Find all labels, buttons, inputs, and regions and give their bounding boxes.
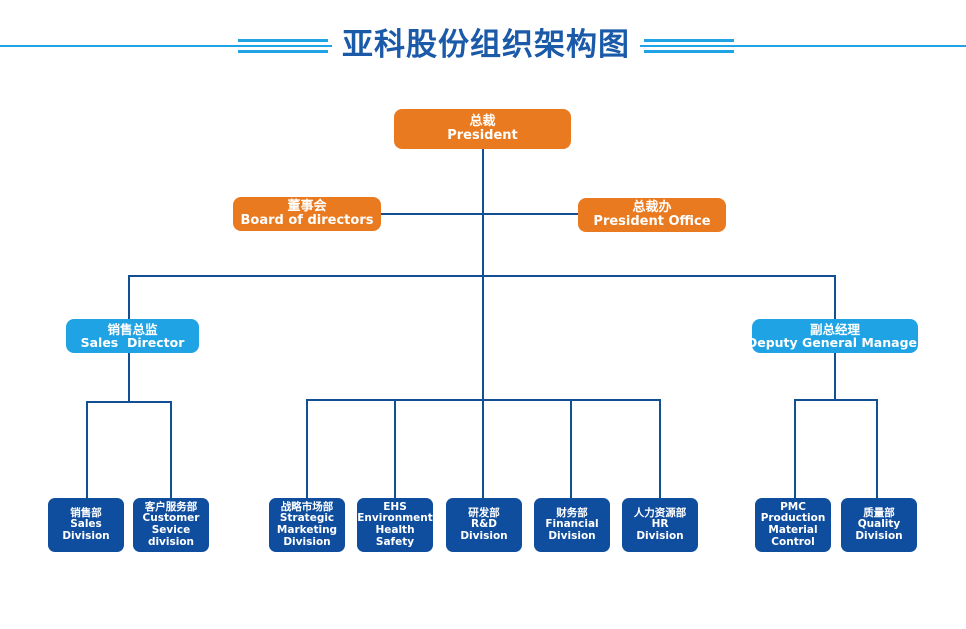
node-board-en: Board of directors xyxy=(240,213,374,228)
node-rd-division[interactable]: 研发部 R&D Division xyxy=(446,498,522,552)
division-zh: EHS xyxy=(383,500,407,513)
node-strategic-marketing-division[interactable]: 战略市场部 Strategic Marketing Division xyxy=(269,498,345,552)
connector-to-ehs xyxy=(394,399,396,499)
node-president-office[interactable]: 总裁办 President Office xyxy=(578,198,726,232)
division-en-line: Production xyxy=(760,512,826,525)
division-en-line: Sales xyxy=(70,518,102,531)
division-en-line: Division xyxy=(548,529,596,542)
division-en-line: Division xyxy=(460,529,508,542)
connector-to-financial xyxy=(570,399,572,499)
connector-to-pmc xyxy=(794,399,796,499)
division-en-line: Sevice xyxy=(151,524,191,536)
connector-to-sales-director xyxy=(128,275,130,320)
node-ehs[interactable]: EHS Environment Health Safety xyxy=(357,498,433,552)
division-en-line: division xyxy=(147,535,195,548)
node-sales-director[interactable]: 销售总监 Sales Director xyxy=(66,319,199,353)
division-zh: 财务部 xyxy=(556,506,588,519)
division-en-line: Material xyxy=(768,524,818,536)
division-en-line: R&D xyxy=(471,518,497,531)
division-en-line: Financial xyxy=(545,518,599,531)
connector-to-customer-service xyxy=(170,401,172,499)
title-background xyxy=(332,20,640,70)
node-quality-division[interactable]: 质量部 Quality Division xyxy=(841,498,917,552)
division-en-line: Environment xyxy=(357,512,433,525)
connector-to-strategic-marketing xyxy=(306,399,308,499)
connector-to-quality xyxy=(876,399,878,499)
division-zh: 人力资源部 xyxy=(633,506,687,519)
connector-to-hr xyxy=(659,399,661,499)
node-deputy-gm-en: Deputy General Manager xyxy=(746,335,924,350)
node-president[interactable]: 总裁 President xyxy=(394,109,571,149)
division-en-line: Division xyxy=(283,535,331,548)
division-en-line: HR xyxy=(651,518,669,531)
division-en-line: Safety xyxy=(375,535,415,548)
division-zh: 研发部 xyxy=(468,506,500,519)
connector-sales-director-down xyxy=(128,352,130,402)
connector-to-deputy-gm xyxy=(834,275,836,320)
division-en-line: Division xyxy=(62,529,110,542)
division-en-line: Strategic xyxy=(279,512,335,525)
node-sales-director-zh: 销售总监 xyxy=(107,321,158,337)
node-hr-division[interactable]: 人力资源部 HR Division xyxy=(622,498,698,552)
division-zh: 战略市场部 xyxy=(280,500,334,513)
connector-sales-bar xyxy=(86,401,172,403)
node-sales-director-en: Sales Director xyxy=(80,335,185,350)
division-zh: 销售部 xyxy=(70,506,102,519)
title-rule-bar-right-top xyxy=(644,39,734,42)
division-en-line: Health xyxy=(375,524,415,536)
node-board-of-directors[interactable]: 董事会 Board of directors xyxy=(233,197,381,231)
connector-deputy-bar xyxy=(794,399,878,401)
division-en-line: Marketing xyxy=(276,524,338,536)
division-en-line: Quality xyxy=(857,518,901,531)
node-pmc[interactable]: PMC Production Material Control xyxy=(755,498,831,552)
connector-to-sales-division xyxy=(86,401,88,499)
division-en-line: Control xyxy=(771,535,815,548)
node-deputy-general-manager[interactable]: 副总经理 Deputy General Manager xyxy=(747,319,923,353)
connector-board-office xyxy=(380,213,580,215)
title-rule-bar-right-bottom xyxy=(644,50,734,53)
connector-directors-bar xyxy=(128,275,836,277)
title-rule-bar-left-top xyxy=(238,39,328,42)
node-president-office-en: President Office xyxy=(593,214,711,229)
chart-title: 亚科股份组织架构图 xyxy=(342,27,630,63)
node-deputy-gm-zh: 副总经理 xyxy=(809,321,860,337)
node-president-zh: 总裁 xyxy=(469,114,496,130)
division-en-line: Customer xyxy=(142,512,200,525)
division-zh: 质量部 xyxy=(863,506,895,519)
node-president-office-zh: 总裁办 xyxy=(632,200,672,216)
node-customer-service-division[interactable]: 客户服务部 Customer Sevice division xyxy=(133,498,209,552)
node-board-zh: 董事会 xyxy=(287,199,327,215)
title-rule-bar-left-bottom xyxy=(238,50,328,53)
division-en-line: Division xyxy=(855,529,903,542)
division-zh: 客户服务部 xyxy=(144,500,198,513)
connector-middle-bar xyxy=(306,399,661,401)
division-zh: PMC xyxy=(780,500,806,513)
node-financial-division[interactable]: 财务部 Financial Division xyxy=(534,498,610,552)
node-sales-division[interactable]: 销售部 Sales Division xyxy=(48,498,124,552)
node-president-en: President xyxy=(447,128,518,143)
connector-deputy-gm-down xyxy=(834,352,836,400)
division-en-line: Division xyxy=(636,529,684,542)
connector-president-trunk xyxy=(482,148,484,500)
